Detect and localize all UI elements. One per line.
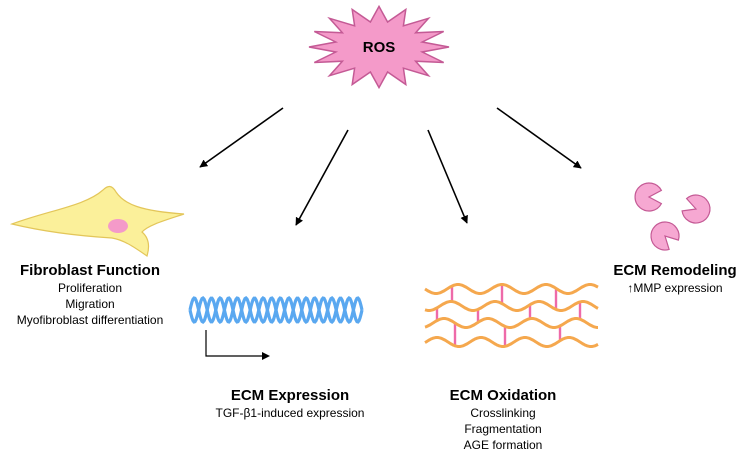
dna-helix-icon (188, 295, 364, 325)
ecm-expression-label-block: ECM Expression TGF-β1-induced expression (190, 387, 390, 421)
ros-starburst: ROS (308, 4, 450, 90)
collagen-fiber (424, 317, 598, 329)
ecm-remodeling-label-block: ECM Remodeling ↑MMP expression (600, 262, 750, 296)
ecm-oxidation-line-1: Crosslinking (470, 406, 536, 420)
fibroblast-line-1: Proliferation (57, 281, 123, 295)
mmp-enzyme-icon (634, 182, 663, 212)
arrow-to-expression (295, 129, 349, 226)
mmp-enzyme-icon (650, 221, 680, 251)
ecm-fiber-network-icon (424, 283, 599, 348)
ecm-remodeling-title: ECM Remodeling (613, 262, 737, 279)
fibroblast-line-2: Migration (65, 297, 115, 311)
ecm-oxidation-line-2: Fragmentation (464, 422, 542, 436)
collagen-fiber (424, 283, 599, 295)
arrow-to-oxidation (427, 129, 468, 224)
ecm-remodeling-line-1: ↑MMP expression (627, 281, 723, 295)
mmp-enzyme-icon (681, 194, 711, 224)
ros-label: ROS (363, 39, 396, 56)
fibroblast-cell-body (9, 185, 185, 257)
fibroblast-nucleus (108, 219, 128, 233)
ecm-oxidation-line-3: AGE formation (463, 438, 543, 452)
ros-star-shape (308, 4, 450, 90)
fibroblast-function-title: Fibroblast Function (20, 262, 160, 279)
helix-strand-2 (188, 295, 364, 325)
ecm-expression-line-1: TGF-β1-induced expression (215, 406, 365, 420)
ecm-expression-title: ECM Expression (230, 387, 350, 404)
fibroblast-function-label-block: Fibroblast Function Proliferation Migrat… (0, 262, 180, 328)
fibroblast-line-3: Myofibroblast differentiation (16, 313, 164, 327)
arrow-to-fibroblast (199, 107, 284, 168)
mmp-enzymes-icon (634, 182, 711, 251)
transcription-arrow-icon (205, 330, 270, 360)
ecm-oxidation-title: ECM Oxidation (449, 387, 557, 404)
ecm-oxidation-label-block: ECM Oxidation Crosslinking Fragmentation… (413, 387, 593, 453)
arrow-to-remodeling (496, 107, 582, 169)
arrows (199, 107, 582, 226)
collagen-fiber (424, 336, 599, 348)
collagen-fiber (424, 300, 599, 312)
fibroblast-cell-icon (9, 185, 185, 257)
